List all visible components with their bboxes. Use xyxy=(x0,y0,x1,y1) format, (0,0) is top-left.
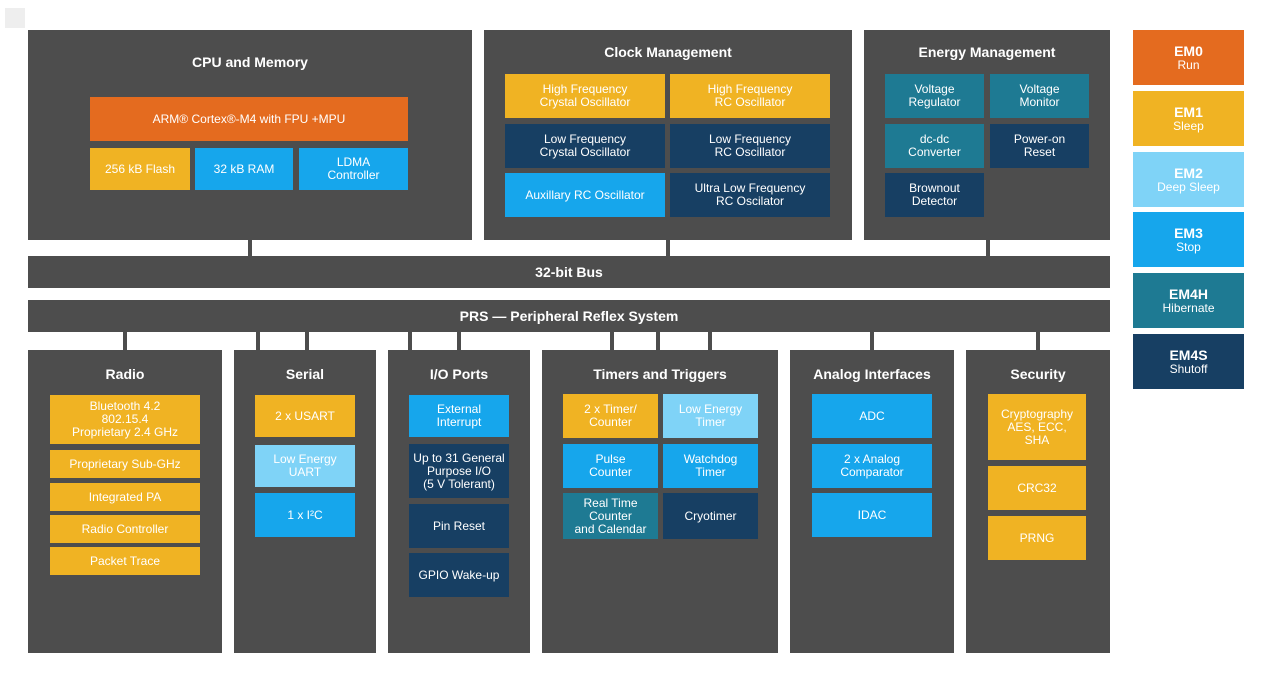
em3-mode: EM3 Stop xyxy=(1133,212,1244,267)
external-interrupt-block: External Interrupt xyxy=(409,395,509,437)
connector-cpu-bus xyxy=(248,240,252,256)
bus-bar: 32-bit Bus xyxy=(28,256,1110,288)
em1-sub: Sleep xyxy=(1173,118,1204,133)
gpio-wakeup-block: GPIO Wake-up xyxy=(409,553,509,597)
em2-name: EM2 xyxy=(1174,164,1203,181)
em4s-name: EM4S xyxy=(1169,346,1208,363)
adc-block: ADC xyxy=(812,394,932,438)
em2-sub: Deep Sleep xyxy=(1157,179,1220,194)
connector-prs-security xyxy=(1036,332,1040,350)
ram-block: 32 kB RAM xyxy=(195,148,293,190)
ulfrco-block: Ultra Low Frequency RC Oscilator xyxy=(670,173,830,217)
connector-prs-analog xyxy=(870,332,874,350)
letimer-block: Low Energy Timer xyxy=(663,394,758,438)
cpu-memory-title: CPU and Memory xyxy=(192,54,308,70)
leuart-block: Low Energy UART xyxy=(255,445,355,487)
radio-title: Radio xyxy=(105,366,145,382)
connector-prs-radio xyxy=(123,332,127,350)
em0-mode: EM0 Run xyxy=(1133,30,1244,85)
cpu-memory-panel: CPU and Memory ARM® Cortex®-M4 with FPU … xyxy=(28,30,472,240)
timer-counter-block: 2 x Timer/ Counter xyxy=(563,394,658,438)
prs-bar: PRS — Peripheral Reflex System xyxy=(28,300,1110,332)
hfxo-block: High Frequency Crystal Oscillator xyxy=(505,74,665,118)
pulse-counter-block: Pulse Counter xyxy=(563,444,658,488)
connector-energy-bus xyxy=(986,240,990,256)
timers-panel: Timers and Triggers 2 x Timer/ Counter L… xyxy=(542,350,778,653)
em0-name: EM0 xyxy=(1174,42,1203,59)
packet-trace-block: Packet Trace xyxy=(50,547,200,575)
i2c-block: 1 x I²C xyxy=(255,493,355,537)
em3-sub: Stop xyxy=(1176,239,1201,254)
pin-reset-block: Pin Reset xyxy=(409,504,509,548)
voltage-monitor-block: Voltage Monitor xyxy=(990,74,1089,118)
integrated-pa-block: Integrated PA xyxy=(50,483,200,511)
connector-prs-io-a xyxy=(408,332,412,350)
em4s-mode: EM4S Shutoff xyxy=(1133,334,1244,389)
serial-panel: Serial 2 x USART Low Energy UART 1 x I²C xyxy=(234,350,376,653)
hfrco-block: High Frequency RC Oscillator xyxy=(670,74,830,118)
em4s-sub: Shutoff xyxy=(1169,361,1208,376)
em4h-name: EM4H xyxy=(1169,285,1208,302)
em1-name: EM1 xyxy=(1174,103,1203,120)
security-panel: Security Cryptography AES, ECC, SHA CRC3… xyxy=(966,350,1110,653)
clock-management-title: Clock Management xyxy=(604,44,732,60)
analog-panel: Analog Interfaces ADC 2 x Analog Compara… xyxy=(790,350,954,653)
radio-controller-block: Radio Controller xyxy=(50,515,200,543)
em1-mode: EM1 Sleep xyxy=(1133,91,1244,146)
connector-clock-bus xyxy=(666,240,670,256)
io-ports-title: I/O Ports xyxy=(429,366,489,382)
energy-management-panel: Energy Management Voltage Regulator Volt… xyxy=(864,30,1110,240)
em0-sub: Run xyxy=(1177,57,1200,72)
ldma-block: LDMA Controller xyxy=(299,148,408,190)
crc32-block: CRC32 xyxy=(988,466,1086,510)
cryotimer-block: Cryotimer xyxy=(663,493,758,539)
brownout-detector-block: Brownout Detector xyxy=(885,173,984,217)
cryptography-block: Cryptography AES, ECC, SHA xyxy=(988,394,1086,460)
corner-square xyxy=(5,8,25,28)
sub-ghz-block: Proprietary Sub-GHz xyxy=(50,450,200,478)
power-on-reset-block: Power-on Reset xyxy=(990,124,1089,168)
rtcc-block: Real Time Counter and Calendar xyxy=(563,493,658,539)
dcdc-converter-block: dc-dc Converter xyxy=(885,124,984,168)
em4h-mode: EM4H Hibernate xyxy=(1133,273,1244,328)
connector-prs-timers-b xyxy=(656,332,660,350)
em2-mode: EM2 Deep Sleep xyxy=(1133,152,1244,207)
connector-prs-serial-b xyxy=(305,332,309,350)
usart-block: 2 x USART xyxy=(255,395,355,437)
io-ports-panel: I/O Ports External Interrupt Up to 31 Ge… xyxy=(388,350,530,653)
clock-management-panel: Clock Management High Frequency Crystal … xyxy=(484,30,852,240)
idac-block: IDAC xyxy=(812,493,932,537)
analog-title: Analog Interfaces xyxy=(813,366,931,382)
em3-name: EM3 xyxy=(1174,224,1203,241)
security-title: Security xyxy=(1010,366,1066,382)
serial-title: Serial xyxy=(285,366,325,382)
analog-comparator-block: 2 x Analog Comparator xyxy=(812,444,932,488)
timers-title: Timers and Triggers xyxy=(593,366,727,382)
lfrco-block: Low Frequency RC Oscillator xyxy=(670,124,830,168)
energy-management-title: Energy Management xyxy=(918,44,1056,60)
em4h-sub: Hibernate xyxy=(1162,300,1215,315)
auxrco-block: Auxillary RC Oscillator xyxy=(505,173,665,217)
gpio-block: Up to 31 General Purpose I/O (5 V Tolera… xyxy=(409,444,509,498)
prng-block: PRNG xyxy=(988,516,1086,560)
flash-block: 256 kB Flash xyxy=(90,148,190,190)
lfxo-block: Low Frequency Crystal Oscillator xyxy=(505,124,665,168)
bluetooth-block: Bluetooth 4.2 802.15.4 Proprietary 2.4 G… xyxy=(50,395,200,444)
connector-prs-serial-a xyxy=(256,332,260,350)
radio-panel: Radio Bluetooth 4.2 802.15.4 Proprietary… xyxy=(28,350,222,653)
connector-prs-timers-a xyxy=(610,332,614,350)
arm-core-block: ARM® Cortex®-M4 with FPU +MPU xyxy=(90,97,408,141)
voltage-regulator-block: Voltage Regulator xyxy=(885,74,984,118)
connector-prs-timers-c xyxy=(708,332,712,350)
connector-prs-io-b xyxy=(457,332,461,350)
watchdog-block: Watchdog Timer xyxy=(663,444,758,488)
